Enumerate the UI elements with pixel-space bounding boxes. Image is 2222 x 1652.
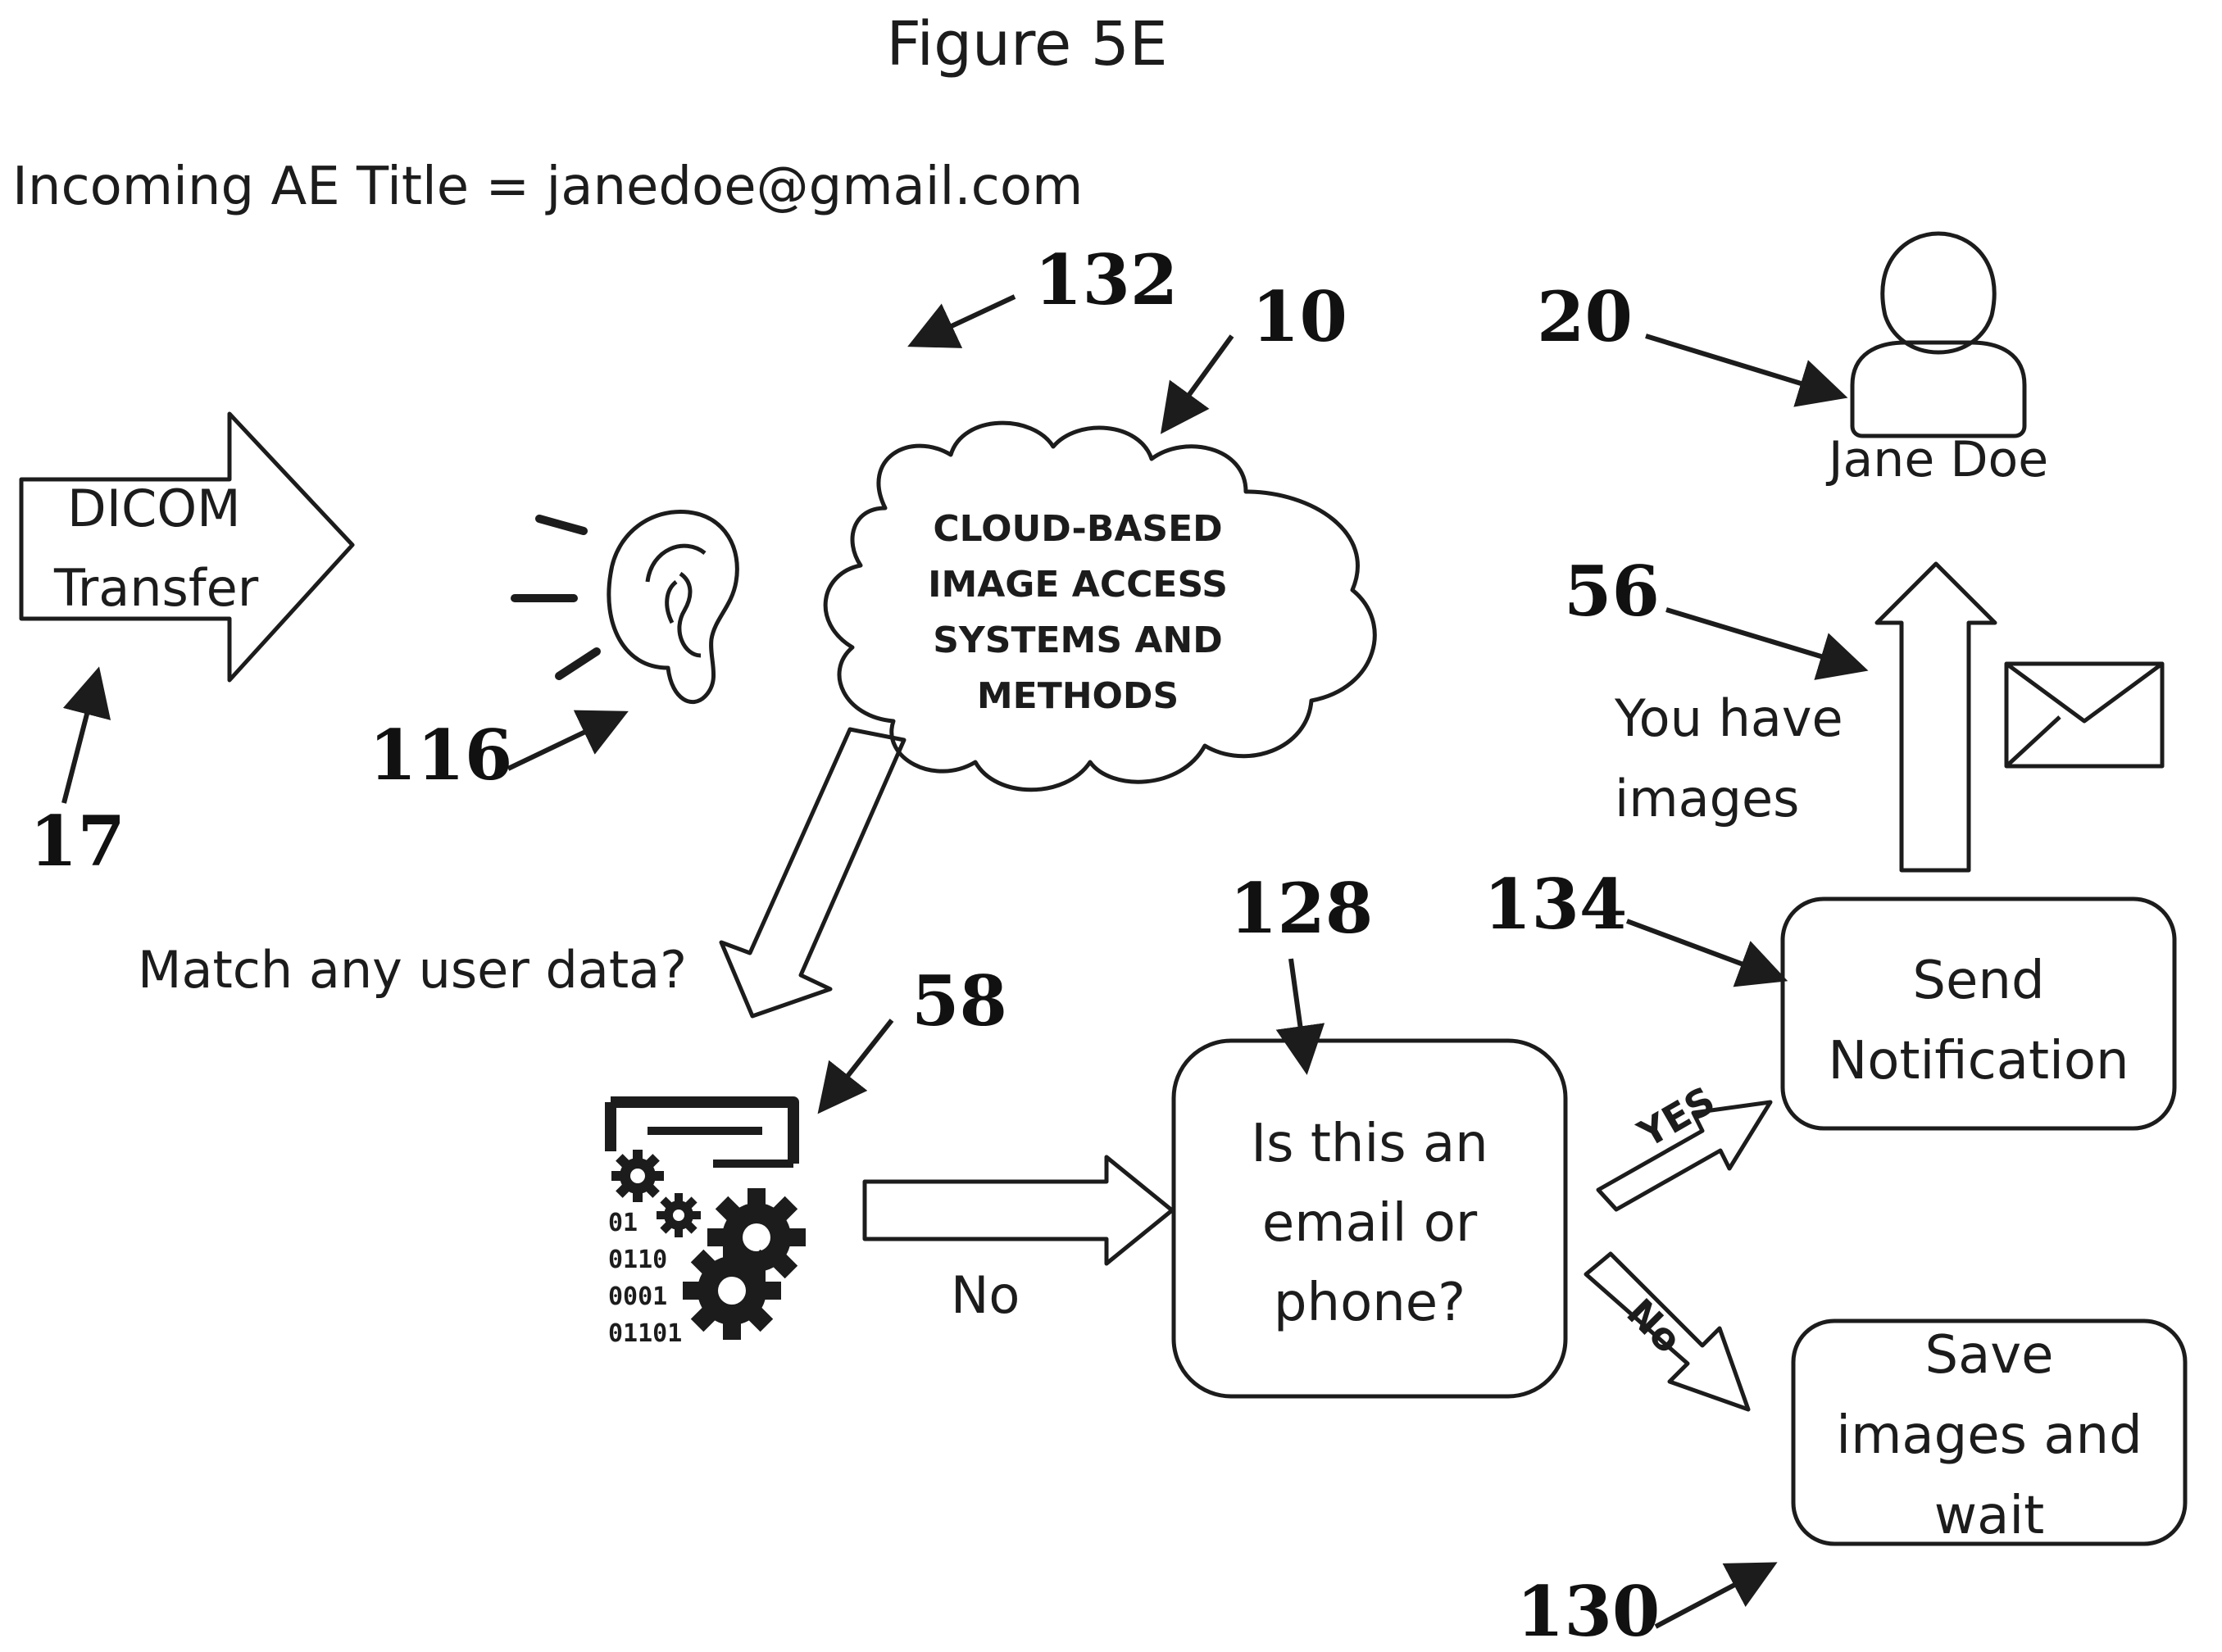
ref-132: 132: [1034, 246, 1178, 315]
binary-line-2: 0110: [608, 1241, 682, 1278]
decision-line3: phone?: [1174, 1264, 1565, 1343]
dicom-label-line1: DICOM: [67, 479, 241, 538]
save-line1: Save: [1793, 1315, 2185, 1396]
gear-large-bottom: [683, 1241, 781, 1340]
ref-20: 20: [1537, 283, 1633, 352]
leader-20: [1646, 336, 1838, 395]
notify-line2: Notification: [1783, 1021, 2174, 1101]
ref-130: 130: [1516, 1577, 1660, 1646]
incoming-ae-title: Incoming AE Title = janedoe@gmail.com: [12, 157, 1083, 218]
decision-line1: Is this an: [1174, 1105, 1565, 1184]
binary-line-3: 0001: [608, 1278, 682, 1315]
leader-56: [1666, 610, 1859, 668]
notify-up-arrow: [1877, 564, 1995, 870]
cloud-label-line3: SYSTEMS AND: [928, 613, 1228, 669]
user-name: Jane Doe: [1829, 432, 2048, 488]
sound-lines: [515, 519, 597, 676]
no-arrow: [865, 1157, 1172, 1264]
decision-label: Is this an email or phone?: [1174, 1105, 1565, 1343]
cloud-label-line1: CLOUD-BASED: [928, 502, 1228, 557]
ref-56: 56: [1564, 557, 1660, 626]
ref-116: 116: [369, 721, 512, 790]
leader-128: [1291, 959, 1306, 1065]
cloud-label: CLOUD-BASED IMAGE ACCESS SYSTEMS AND MET…: [928, 502, 1228, 724]
leader-130: [1656, 1567, 1769, 1627]
email-icon: [2006, 664, 2162, 766]
binary-digits: 01 0110 0001 01101: [608, 1205, 682, 1352]
message-line2: images: [1615, 759, 1843, 839]
cloud-label-line2: IMAGE ACCESS: [928, 557, 1228, 613]
decision-line2: email or: [1174, 1184, 1565, 1264]
notify-line1: Send: [1783, 941, 2174, 1021]
figure-title: Figure 5E: [886, 10, 1167, 79]
dicom-transfer-arrow: [21, 414, 352, 680]
leader-132: [916, 297, 1015, 343]
ref-58: 58: [911, 967, 1007, 1036]
ref-128: 128: [1229, 874, 1373, 943]
message-text: You have images: [1615, 678, 1843, 839]
match-question: Match any user data?: [138, 941, 687, 999]
binary-line-1: 01: [608, 1205, 682, 1241]
match-arrow: [721, 729, 904, 1016]
binary-line-4: 01101: [608, 1315, 682, 1352]
leader-116: [508, 715, 620, 769]
message-line1: You have: [1615, 678, 1843, 759]
leader-17: [64, 676, 97, 803]
gear-small-top: [611, 1150, 664, 1202]
ear-icon: [609, 511, 738, 701]
leader-58: [824, 1020, 892, 1106]
ref-134: 134: [1484, 870, 1627, 939]
leader-10: [1166, 336, 1232, 426]
leader-134: [1627, 921, 1779, 978]
dicom-label-line2: Transfer: [54, 559, 258, 617]
cloud-label-line4: METHODS: [928, 669, 1228, 724]
save-line2: images and: [1793, 1396, 2185, 1476]
save-line3: wait: [1793, 1476, 2185, 1556]
ref-17: 17: [30, 807, 125, 876]
person-icon: [1852, 234, 2024, 436]
save-label: Save images and wait: [1793, 1315, 2185, 1556]
notify-label: Send Notification: [1783, 941, 2174, 1101]
branch-no-label: No: [951, 1266, 1020, 1324]
ref-10: 10: [1252, 283, 1347, 352]
